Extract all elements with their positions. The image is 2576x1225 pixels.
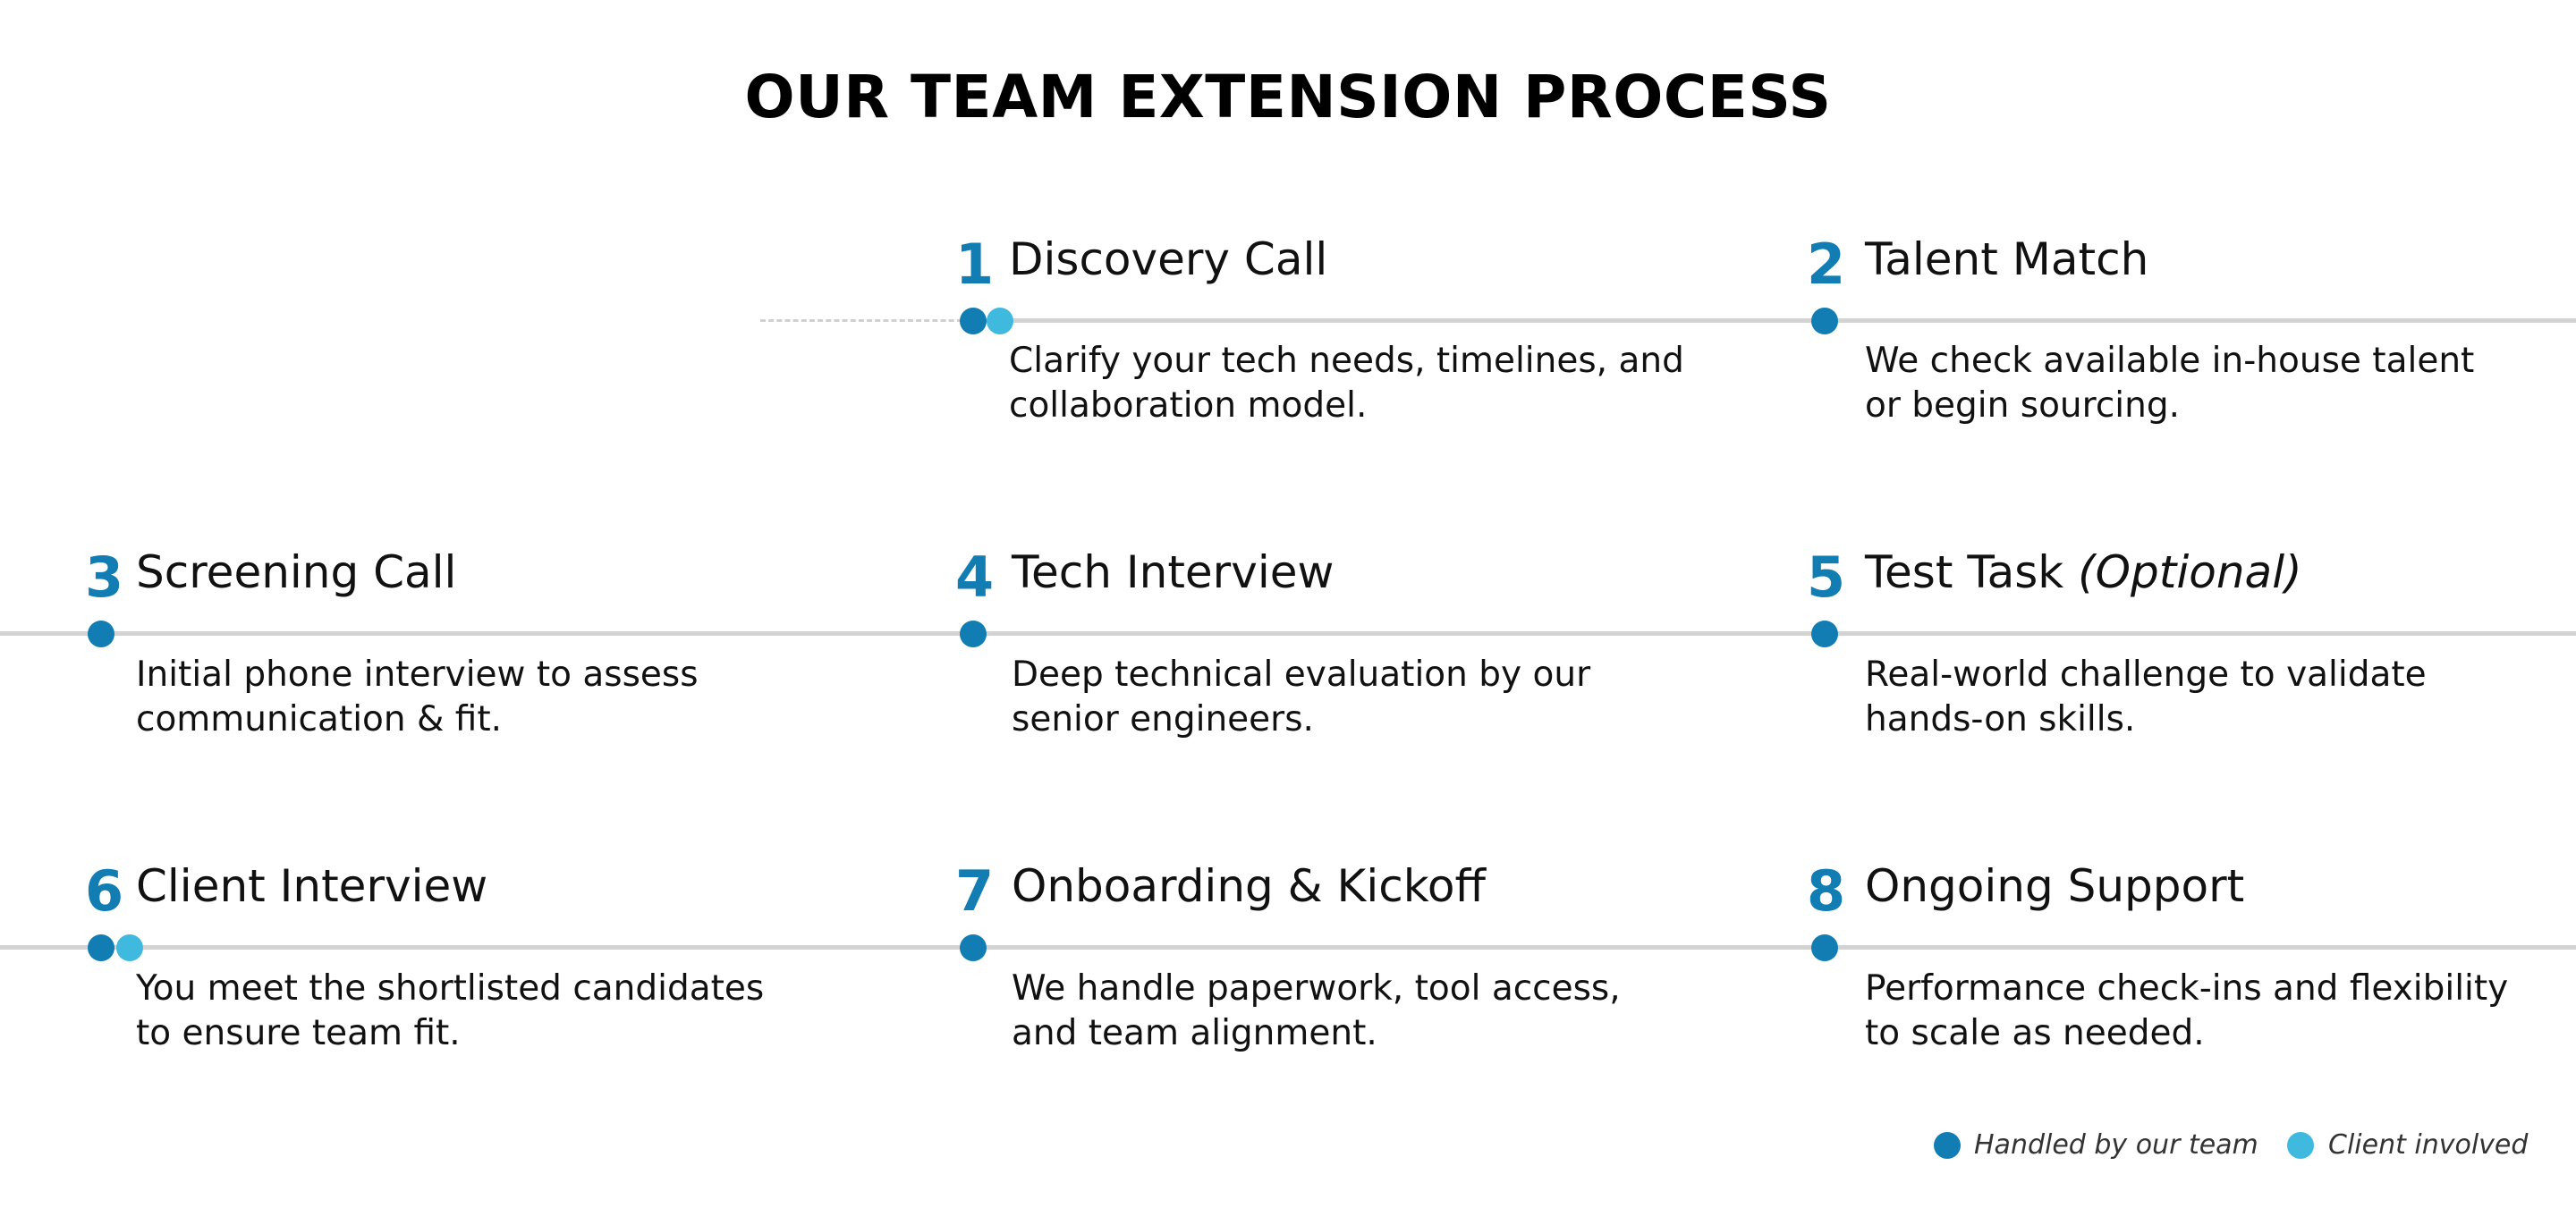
step-title: Onboarding & Kickoff	[1012, 864, 1486, 908]
step-number: 8	[1807, 858, 1846, 924]
step-description-line: or begin sourcing.	[1865, 385, 2180, 426]
step-description: Performance check-ins and flexibility to…	[1865, 967, 2508, 1056]
step-title: Ongoing Support	[1865, 864, 2244, 908]
team-dot-icon	[88, 621, 114, 647]
step-description: You meet the shortlisted candidates to e…	[136, 967, 764, 1056]
timeline-row-3-line	[0, 945, 2576, 950]
step-title-text: Test Task	[1865, 546, 2064, 598]
step-title: Screening Call	[136, 550, 456, 595]
timeline-row-2-line	[0, 631, 2576, 636]
step-title: Discovery Call	[1009, 237, 1327, 282]
timeline-row-1-line	[970, 318, 2576, 323]
step-number: 7	[955, 858, 995, 924]
step-number: 2	[1807, 232, 1846, 297]
step-title: Client Interview	[136, 864, 487, 908]
step-description: Initial phone interview to assess commun…	[136, 653, 699, 742]
step-title: Talent Match	[1865, 237, 2148, 282]
step-description-line: We handle paperwork, tool access,	[1012, 968, 1621, 1009]
team-dot-icon	[960, 934, 987, 961]
team-dot-icon	[1811, 621, 1838, 647]
step-description: Real-world challenge to validate hands-o…	[1865, 653, 2427, 742]
step-title: Tech Interview	[1012, 550, 1334, 595]
client-dot-icon	[987, 308, 1013, 334]
legend-client-dot-icon	[2287, 1132, 2314, 1159]
step-number: 5	[1807, 545, 1846, 610]
legend-team-label: Handled by our team	[1974, 1129, 2258, 1161]
step-description: Deep technical evaluation by our senior …	[1012, 653, 1590, 742]
step-description-line: Performance check-ins and flexibility	[1865, 968, 2509, 1009]
step-description-line: Clarify your tech needs, timelines, and	[1009, 341, 1684, 381]
step-description-line: Deep technical evaluation by our	[1012, 655, 1591, 695]
team-dot-icon	[88, 934, 114, 961]
step-title-text: Screening Call	[136, 546, 457, 598]
team-dot-icon	[1811, 934, 1838, 961]
step-description-line: to ensure team fit.	[136, 1013, 461, 1053]
step-title-optional: (Optional)	[2078, 546, 2302, 598]
step-description-line: We check available in-house talent	[1865, 341, 2475, 381]
client-dot-icon	[116, 934, 143, 961]
team-dot-icon	[960, 621, 987, 647]
timeline-start-dashed-line	[760, 319, 970, 322]
step-number: 4	[955, 545, 995, 610]
step-description: We handle paperwork, tool access, and te…	[1012, 967, 1621, 1056]
legend-team-dot-icon	[1934, 1132, 1961, 1159]
step-title-text: Ongoing Support	[1865, 860, 2245, 912]
step-title-text: Onboarding & Kickoff	[1012, 860, 1486, 912]
step-description-line: Real-world challenge to validate	[1865, 655, 2427, 695]
step-number: 3	[85, 545, 124, 610]
step-title-text: Talent Match	[1865, 233, 2149, 285]
team-dot-icon	[1811, 308, 1838, 334]
step-description: We check available in-house talent or be…	[1865, 339, 2474, 428]
step-description: Clarify your tech needs, timelines, and …	[1009, 339, 1684, 428]
step-description-line: Initial phone interview to assess	[136, 655, 699, 695]
step-description-line: senior engineers.	[1012, 699, 1314, 739]
step-description-line: to scale as needed.	[1865, 1013, 2205, 1053]
step-description-line: hands-on skills.	[1865, 699, 2136, 739]
step-description-line: communication & fit.	[136, 699, 503, 739]
step-description-line: You meet the shortlisted candidates	[136, 968, 765, 1009]
step-title: Test Task (Optional)	[1865, 550, 2302, 595]
step-description-line: collaboration model.	[1009, 385, 1368, 426]
step-title-text: Client Interview	[136, 860, 488, 912]
step-number: 6	[85, 858, 124, 924]
legend-client-label: Client involved	[2328, 1129, 2529, 1161]
step-title-text: Discovery Call	[1009, 233, 1328, 285]
page-title: OUR TEAM EXTENSION PROCESS	[744, 63, 1832, 131]
step-title-text: Tech Interview	[1012, 546, 1335, 598]
step-description-line: and team alignment.	[1012, 1013, 1377, 1053]
step-number: 1	[955, 232, 995, 297]
team-dot-icon	[960, 308, 987, 334]
